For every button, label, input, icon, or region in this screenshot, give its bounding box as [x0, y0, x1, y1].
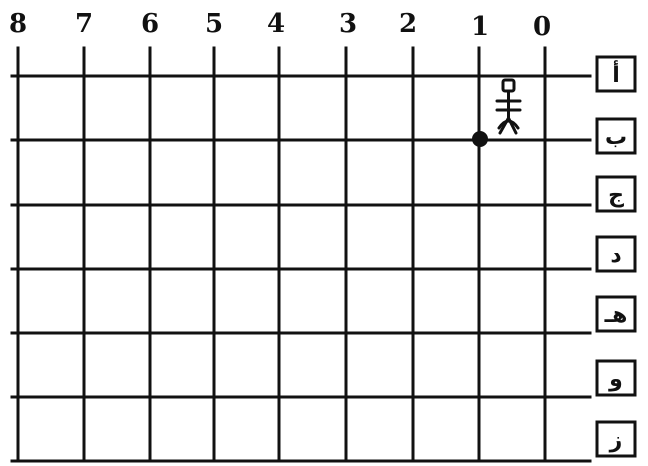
- row-label-ba: ب: [605, 125, 627, 150]
- column-label-1: 1: [471, 12, 489, 42]
- dot-marker: [472, 131, 488, 147]
- row-labels: أ ب ج د هـ و ز: [597, 57, 635, 456]
- row-label-dal: د: [610, 243, 621, 268]
- column-label-2: 2: [399, 9, 417, 39]
- row-label-box: ج: [597, 177, 635, 211]
- row-label-box: و: [597, 361, 635, 395]
- column-label-4: 4: [267, 9, 285, 39]
- column-label-7: 7: [75, 9, 93, 39]
- row-label-zay: ز: [609, 428, 623, 453]
- row-label-alif: أ: [612, 59, 620, 88]
- row-label-waw: و: [608, 367, 623, 392]
- stick-figure-icon: [497, 80, 520, 133]
- row-label-box: أ: [597, 57, 635, 91]
- row-label-ha: هـ: [604, 303, 628, 328]
- column-labels: 8 7 6 5 4 3 2 1 0: [9, 9, 551, 42]
- column-label-0: 0: [533, 12, 551, 42]
- column-label-3: 3: [339, 9, 357, 39]
- row-label-box: ز: [597, 422, 635, 456]
- column-label-8: 8: [9, 9, 27, 39]
- row-label-box: ب: [597, 119, 635, 153]
- row-label-box: هـ: [597, 297, 635, 331]
- row-label-box: د: [597, 237, 635, 271]
- column-label-6: 6: [141, 9, 159, 39]
- row-label-jeem: ج: [608, 183, 624, 208]
- column-label-5: 5: [205, 9, 223, 39]
